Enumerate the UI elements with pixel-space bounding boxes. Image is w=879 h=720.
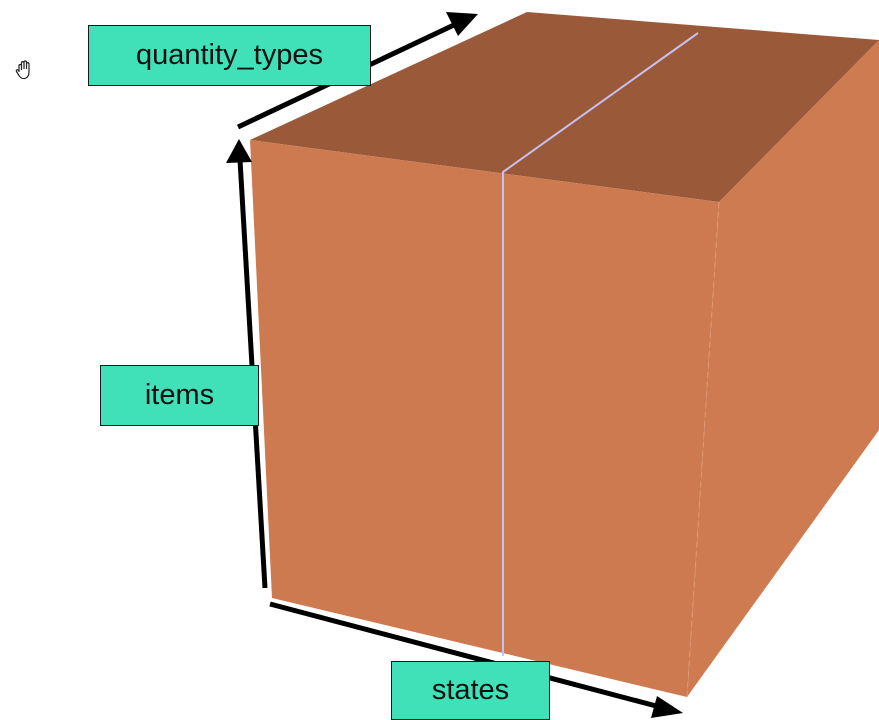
hand-pan-icon[interactable] — [12, 58, 38, 84]
cube-top-face — [250, 12, 879, 202]
axis-label-states: states — [391, 661, 550, 720]
cube-side-face — [687, 40, 879, 697]
cube-slice-divider — [502, 32, 699, 656]
axis-arrow-states — [269, 601, 683, 718]
cube-edge — [686, 201, 720, 698]
cube-front-face — [250, 140, 719, 697]
axis-label-quantity-types: quantity_types — [88, 25, 371, 86]
axis-label-items: items — [100, 365, 259, 426]
